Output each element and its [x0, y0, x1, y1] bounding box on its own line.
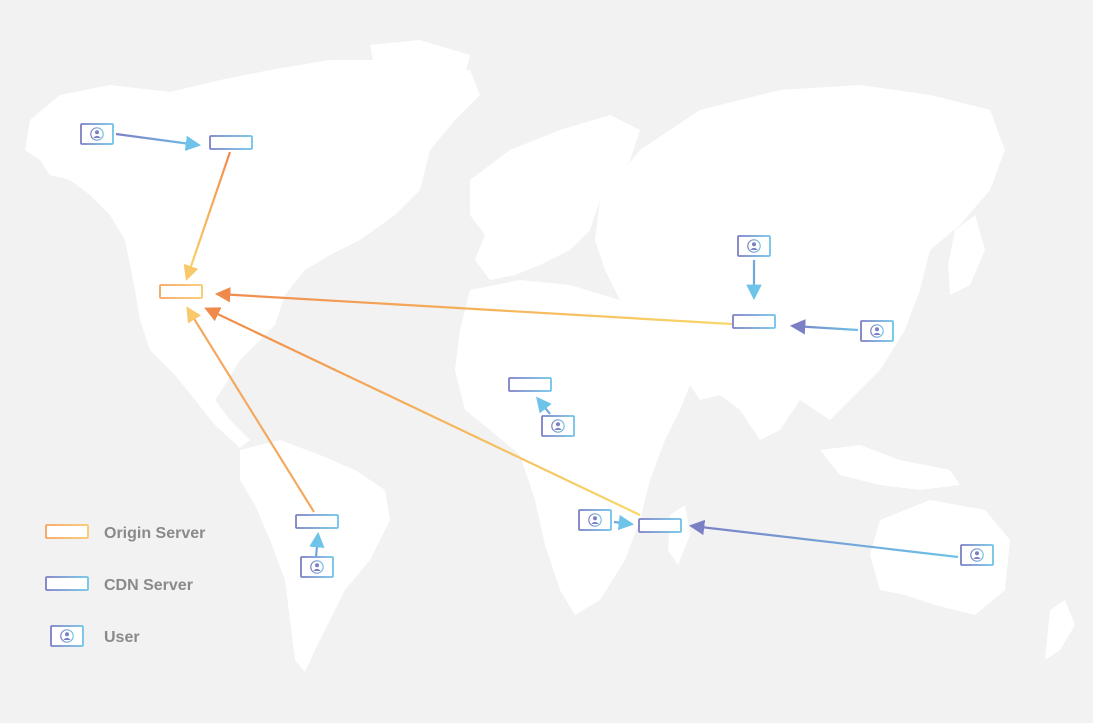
cdn-server-icon — [45, 576, 89, 595]
new-zealand-landmass — [1045, 600, 1075, 660]
link-africa-central-user — [536, 396, 552, 415]
asia-landmass — [595, 85, 1005, 440]
link-africa-cdn-to-origin — [204, 307, 641, 516]
user-laptop-icon[interactable] — [734, 235, 774, 260]
australia-landmass — [870, 500, 1010, 615]
link-africa-south-user — [613, 514, 635, 531]
link-asia-cdn-to-origin — [214, 287, 733, 326]
legend-user: User — [44, 624, 140, 652]
user-laptop-icon[interactable] — [957, 544, 997, 569]
link-south-america-user — [309, 531, 325, 558]
user-laptop-icon[interactable] — [538, 415, 578, 440]
user-laptop-icon[interactable] — [575, 509, 615, 534]
japan-landmass — [948, 215, 985, 295]
link-asia-east-user — [789, 319, 859, 335]
link-alaska-user — [115, 132, 202, 151]
legend-user-label: User — [104, 629, 140, 646]
origin-links — [183, 151, 733, 516]
north-america-landmass — [25, 60, 480, 448]
link-australia-user — [688, 519, 959, 559]
legend-cdn-server: CDN Server — [44, 575, 193, 597]
user-links — [115, 132, 959, 559]
legend-origin-label: Origin Server — [104, 525, 206, 542]
user-laptop-icon[interactable] — [857, 320, 897, 345]
continents — [25, 40, 1075, 672]
link-na-cdn-to-origin — [183, 151, 232, 281]
user-laptop-icon — [47, 625, 87, 650]
legend-cdn-label: CDN Server — [104, 577, 193, 594]
origin-server-icon — [45, 524, 89, 543]
europe-landmass — [470, 115, 640, 280]
link-sa-cdn-to-origin — [186, 306, 315, 513]
africa-landmass — [455, 280, 690, 615]
legend-origin-server: Origin Server — [44, 523, 205, 545]
user-laptop-icon[interactable] — [297, 556, 337, 581]
user-laptop-icon[interactable] — [77, 123, 117, 148]
madagascar-landmass — [668, 505, 690, 565]
indonesia-landmass — [820, 445, 960, 490]
greenland-landmass — [370, 40, 470, 150]
